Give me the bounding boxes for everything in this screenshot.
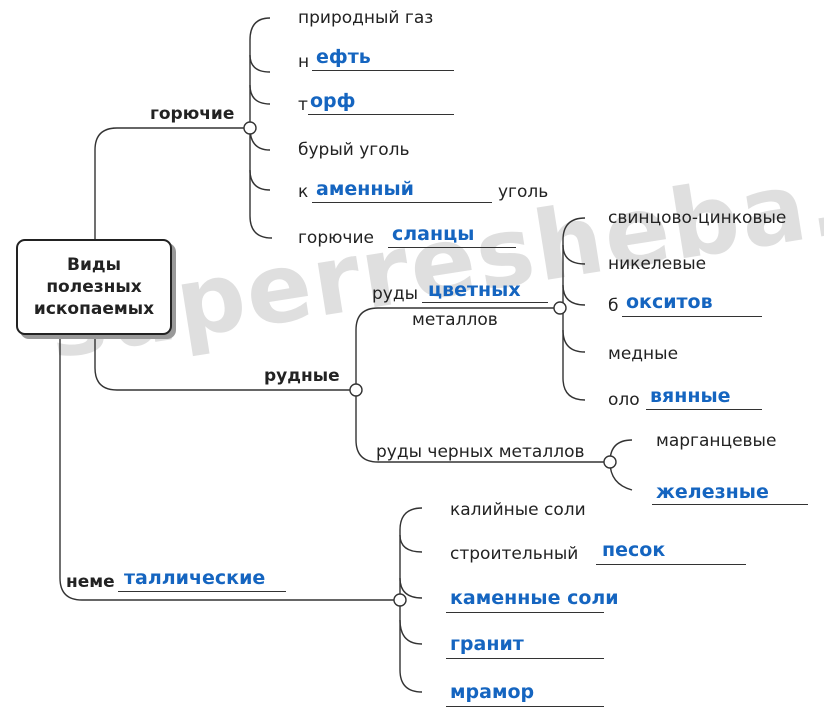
node-ferrous <box>603 455 617 469</box>
node-nemetal <box>393 593 407 607</box>
colored-item-3-prefix: б <box>608 296 619 316</box>
branch-rudnye-label: рудные <box>264 366 340 386</box>
nemetal-item-4-answer[interactable]: гранит <box>450 633 524 655</box>
answer-line <box>652 504 808 505</box>
goryuchie-item-1: природный газ <box>298 8 434 28</box>
ferrous-item-2-answer[interactable]: железные <box>656 481 769 503</box>
colored-item-1: свинцово-цинковые <box>608 208 787 228</box>
answer-line <box>308 114 454 115</box>
answer-line <box>388 247 516 248</box>
colored-item-5-answer[interactable]: вянные <box>650 385 731 407</box>
root-line-2: полезных <box>46 277 142 297</box>
colored-item-3-answer[interactable]: окситов <box>626 291 713 313</box>
connector-root-goryuchie <box>94 127 250 240</box>
goryuchie-item-5-answer[interactable]: аменный <box>316 178 414 200</box>
goryuchie-item-6-prefix: горючие <box>298 228 374 248</box>
answer-line <box>422 302 548 303</box>
nemetal-item-2-prefix: строительный <box>450 544 579 564</box>
goryuchie-item-2-prefix: н <box>298 52 310 72</box>
root-line-1: Виды <box>67 255 121 275</box>
answer-line <box>312 202 492 203</box>
answer-line <box>596 564 746 565</box>
ferrous-label: руды черных металлов <box>376 442 585 462</box>
goryuchie-item-2-answer[interactable]: ефть <box>316 46 371 68</box>
node-colored <box>553 301 567 315</box>
answer-line <box>446 706 604 707</box>
answer-line <box>646 409 762 410</box>
root-node: Виды полезных ископаемых <box>16 239 172 335</box>
colored-item-4: медные <box>608 344 679 364</box>
goryuchie-item-6-answer[interactable]: сланцы <box>392 223 475 245</box>
ferrous-item-1: марганцевые <box>656 431 777 451</box>
colored-answer[interactable]: цветных <box>428 279 521 301</box>
goryuchie-item-5-suffix: уголь <box>498 182 549 202</box>
bracket-rudnye <box>355 307 610 463</box>
colored-prefix: руды <box>372 284 419 304</box>
nemetal-item-1: калийные соли <box>450 500 586 520</box>
nemetal-prefix: неме <box>66 572 115 592</box>
goryuchie-item-5-prefix: к <box>298 182 309 202</box>
answer-line <box>118 591 286 592</box>
colored-item-5-prefix: оло <box>608 390 640 410</box>
goryuchie-item-3-answer[interactable]: орф <box>310 90 356 112</box>
answer-line <box>312 70 454 71</box>
colored-item-2: никелевые <box>608 254 707 274</box>
nemetal-item-2-answer[interactable]: песок <box>602 539 666 561</box>
node-rudnye <box>349 383 363 397</box>
nemetal-item-3-answer[interactable]: каменные соли <box>450 587 619 609</box>
answer-line <box>446 612 604 613</box>
nemetal-answer[interactable]: таллические <box>124 567 266 589</box>
node-goryuchie <box>243 121 257 135</box>
answer-line <box>446 658 604 659</box>
nemetal-item-5-answer[interactable]: мрамор <box>450 681 535 703</box>
answer-line <box>622 316 762 317</box>
branch-goryuchie-label: горючие <box>150 104 235 124</box>
colored-suffix: металлов <box>412 310 498 330</box>
connector-root-nemetal <box>59 335 400 601</box>
goryuchie-item-4: бурый уголь <box>298 140 410 160</box>
root-line-3: ископаемых <box>33 299 155 319</box>
goryuchie-item-3-prefix: т <box>298 95 308 115</box>
connector-root-rudnye <box>94 335 355 391</box>
